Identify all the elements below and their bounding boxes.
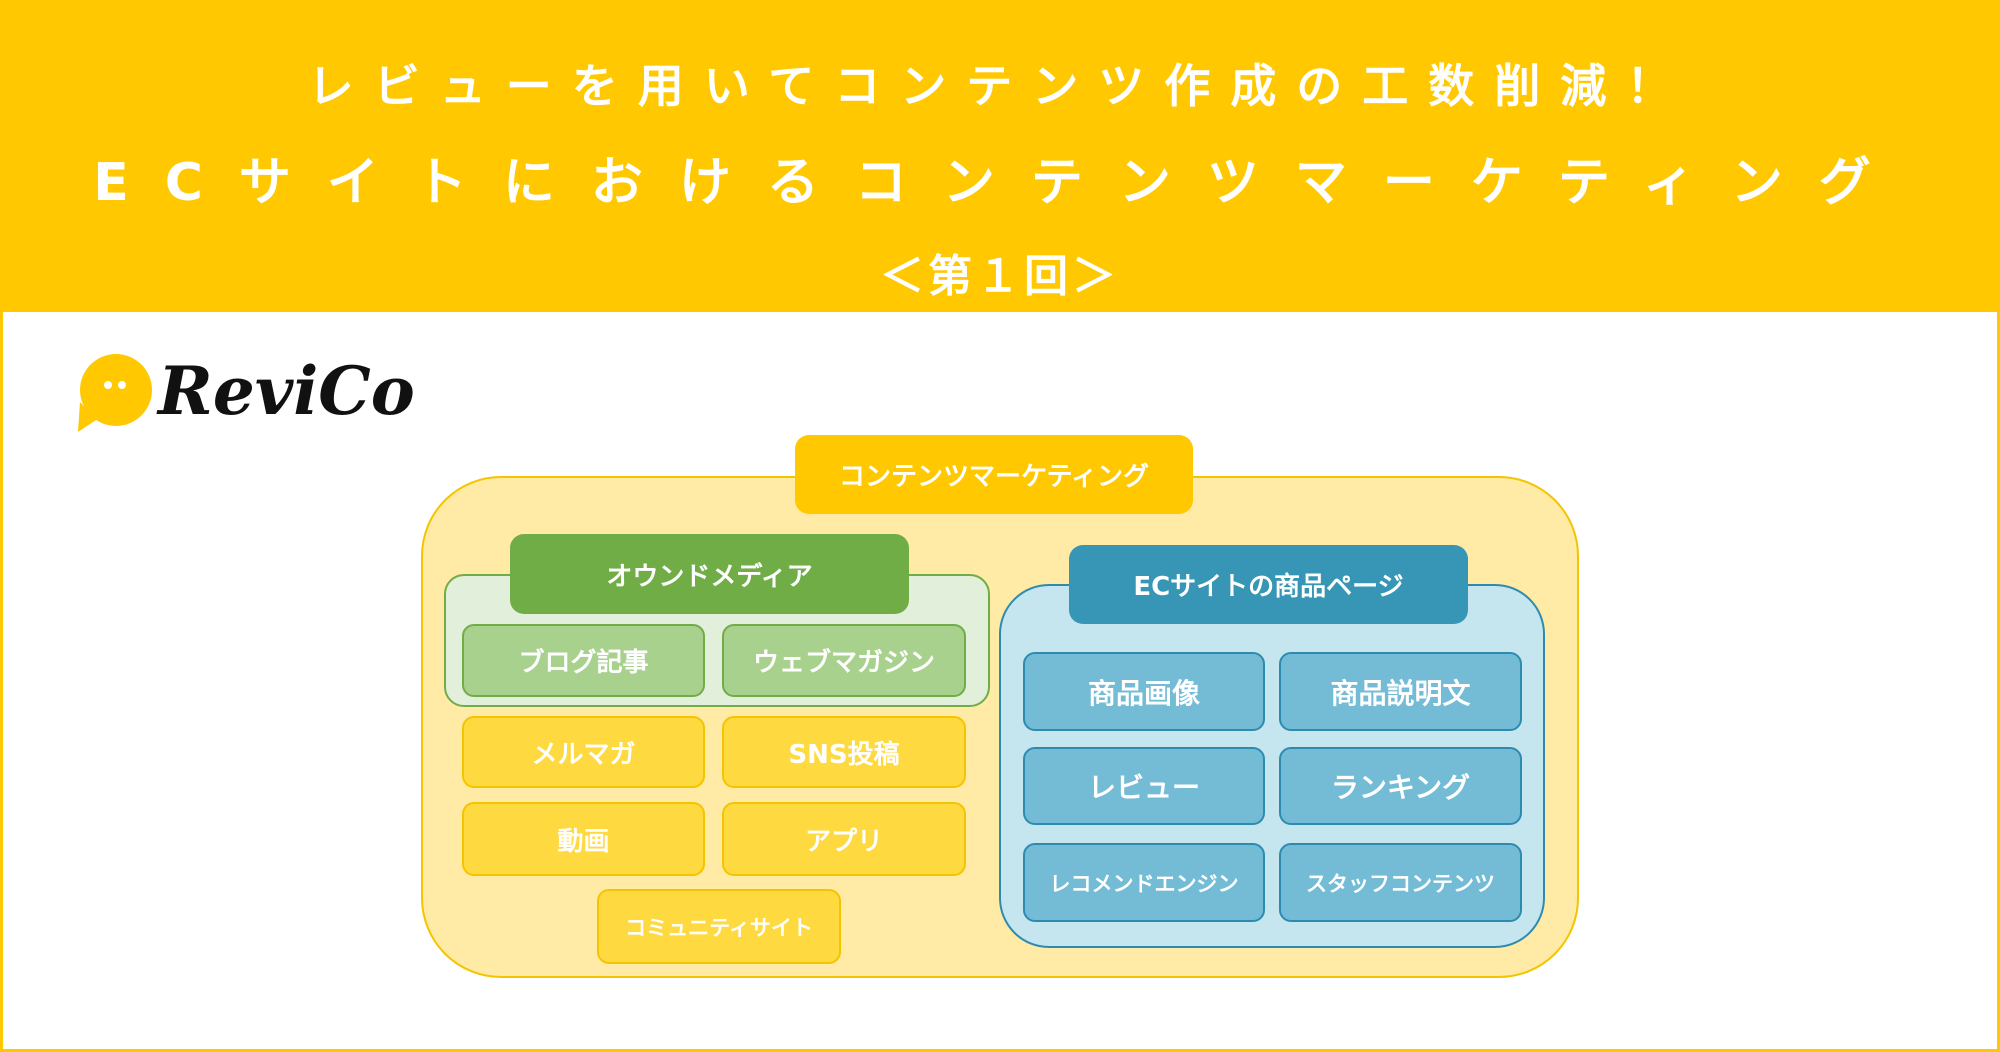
logo-text: ReviCo [158, 352, 415, 430]
item-video: 動画 [462, 802, 705, 876]
item-mail-magazine: メルマガ [462, 716, 705, 788]
title-line-1: レビューを用いてコンテンツ作成の工数削減！ [307, 59, 1693, 113]
item-ranking: ランキング [1279, 747, 1522, 825]
item-sns: SNS投稿 [722, 716, 966, 788]
item-recommend-engine: レコメンドエンジン [1023, 843, 1265, 922]
title-line-3: ＜第１回＞ [880, 251, 1120, 302]
owned-media-label: オウンドメディア [510, 534, 909, 614]
item-web-magazine: ウェブマガジン [722, 624, 966, 697]
item-product-description: 商品説明文 [1279, 652, 1522, 731]
item-blog: ブログ記事 [462, 624, 705, 697]
ec-product-page-label: ECサイトの商品ページ [1069, 545, 1468, 624]
title-line-2: ECサイトにおけるコンテンツマーケティング [93, 153, 1907, 213]
item-review: レビュー [1023, 747, 1265, 825]
item-app: アプリ [722, 802, 966, 876]
item-product-image: 商品画像 [1023, 652, 1265, 731]
content-marketing-label: コンテンツマーケティング [795, 435, 1193, 514]
item-community-site: コミュニティサイト [597, 889, 841, 964]
item-staff-content: スタッフコンテンツ [1279, 843, 1522, 922]
revico-logo: ReviCo [74, 352, 415, 434]
header-banner: レビューを用いてコンテンツ作成の工数削減！ ECサイトにおけるコンテンツマーケテ… [0, 0, 2000, 312]
speech-bubble-icon [78, 354, 152, 432]
